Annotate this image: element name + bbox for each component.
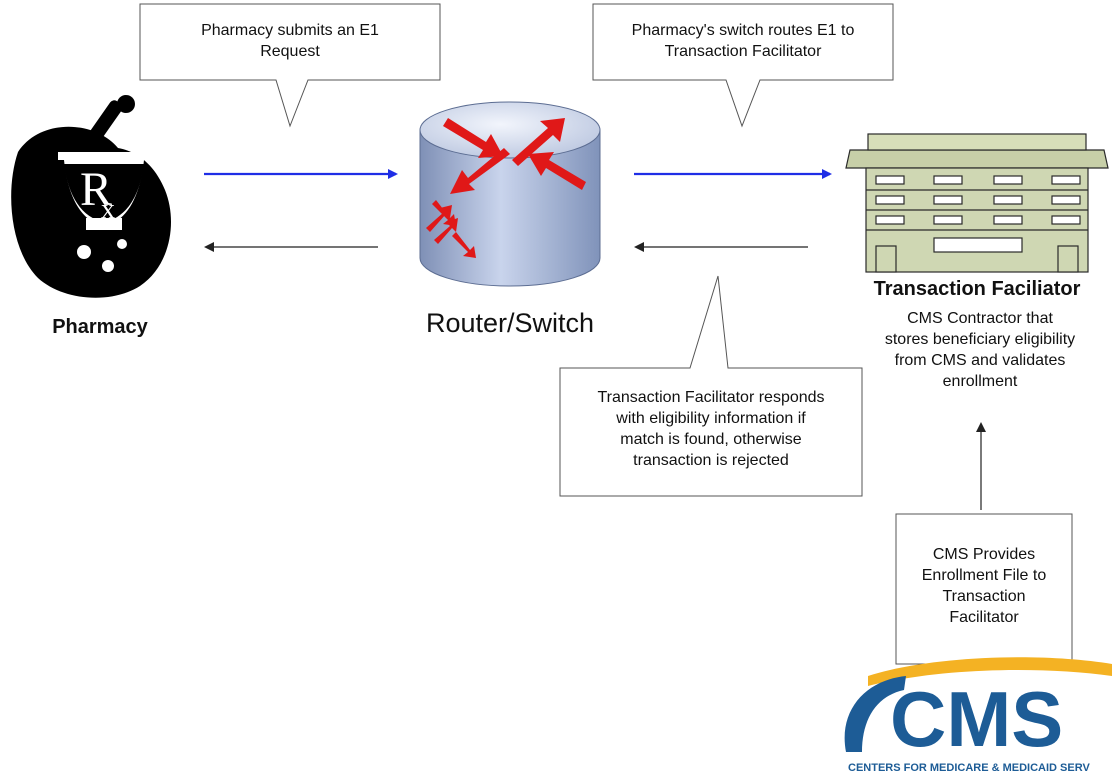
cms-logo-tagline: CENTERS FOR MEDICARE & MEDICAID SERV	[848, 762, 1090, 774]
switch-routes-callout-shape	[592, 3, 894, 128]
svg-text:x: x	[101, 194, 115, 225]
pharmacy-label: Pharmacy	[52, 316, 148, 338]
cms-logo-text: CMS	[890, 675, 1063, 763]
router-switch-label: Router/Switch	[425, 308, 595, 338]
cms-provides-callout-shape	[895, 513, 1073, 665]
transaction-facilitator-building-icon	[845, 133, 1109, 273]
cms-logo: CMS CENTERS FOR MEDICARE & MEDICAID SERV	[844, 657, 1112, 774]
router-switch-icon	[419, 101, 601, 287]
facilitator-responds-callout-shape	[559, 275, 863, 497]
pharmacy-icon: R x	[11, 95, 172, 298]
facilitator-responds-callout-text: Transaction Facilitator responds with el…	[597, 389, 825, 469]
e1-request-callout-shape	[139, 3, 441, 128]
svg-text:R: R	[80, 163, 112, 216]
e1-request-callout-text: Pharmacy submits an E1 Request	[201, 22, 379, 60]
switch-routes-callout-text: Pharmacy's switch routes E1 to Transacti…	[631, 22, 855, 60]
cms-provides-callout-text: CMS Provides Enrollment File to Transact…	[921, 546, 1047, 626]
facilitator-title: Transaction Faciliator	[873, 278, 1081, 300]
facilitator-description: CMS Contractor that stores beneficiary e…	[884, 310, 1076, 390]
